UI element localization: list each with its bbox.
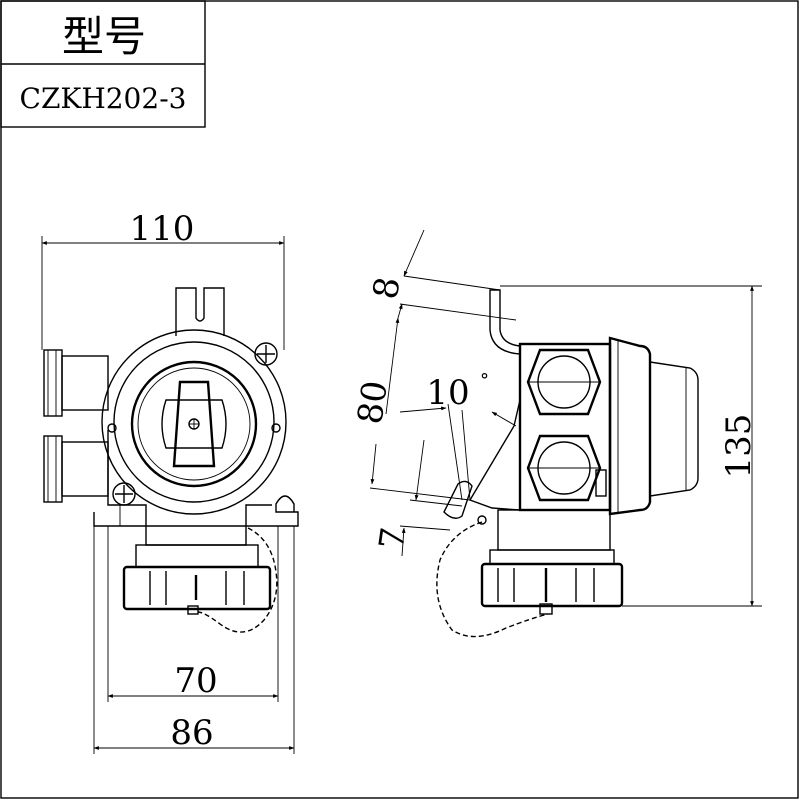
model-number: CZKH202-3 (20, 82, 187, 115)
dim-side-depth: 80 (350, 378, 396, 426)
housing-outer-ring (101, 329, 287, 515)
dim-side-angle-unit: ° (480, 370, 489, 391)
dim-side-angle: 10 (426, 373, 469, 413)
small-screw-left (107, 423, 117, 433)
base-flange (93, 495, 299, 527)
side-mounting-hook (489, 289, 521, 355)
rotary-switch-knob (161, 380, 227, 468)
cover-screw-bottom-left (112, 482, 136, 506)
top-mounting-bracket (175, 287, 225, 336)
side-gland-nut-upper (526, 348, 602, 416)
side-view (436, 289, 699, 638)
front-dimensions: 110 70 86 (41, 209, 295, 754)
side-dimensions: 135 8 80 7 10 ° (350, 229, 762, 607)
dim-front-base: 86 (170, 713, 213, 753)
cover-screw-top-right (254, 342, 278, 366)
dim-side-small: 7 (372, 525, 415, 552)
side-socket-nut (480, 549, 624, 615)
title-block: 型号 CZKH202-3 (0, 0, 206, 128)
side-screw (595, 469, 607, 497)
dim-front-inner: 70 (174, 661, 217, 701)
left-cable-gland-upper (43, 349, 109, 417)
side-cover-ring (608, 336, 652, 516)
front-dust-cap-chain (197, 527, 278, 633)
left-cable-gland-lower (43, 435, 109, 503)
dim-side-height: 135 (719, 414, 759, 479)
side-gland-nut-lower (526, 434, 602, 502)
side-dust-cap-tab (443, 480, 473, 519)
front-view (43, 287, 299, 633)
side-dust-cap-chain (436, 521, 549, 638)
switch-face (130, 360, 258, 488)
title-heading: 型号 (62, 12, 146, 61)
dim-side-top-offset: 8 (366, 274, 409, 302)
dim-front-width: 110 (130, 209, 195, 249)
front-socket-nut (122, 544, 272, 615)
small-screw-right (271, 423, 281, 433)
